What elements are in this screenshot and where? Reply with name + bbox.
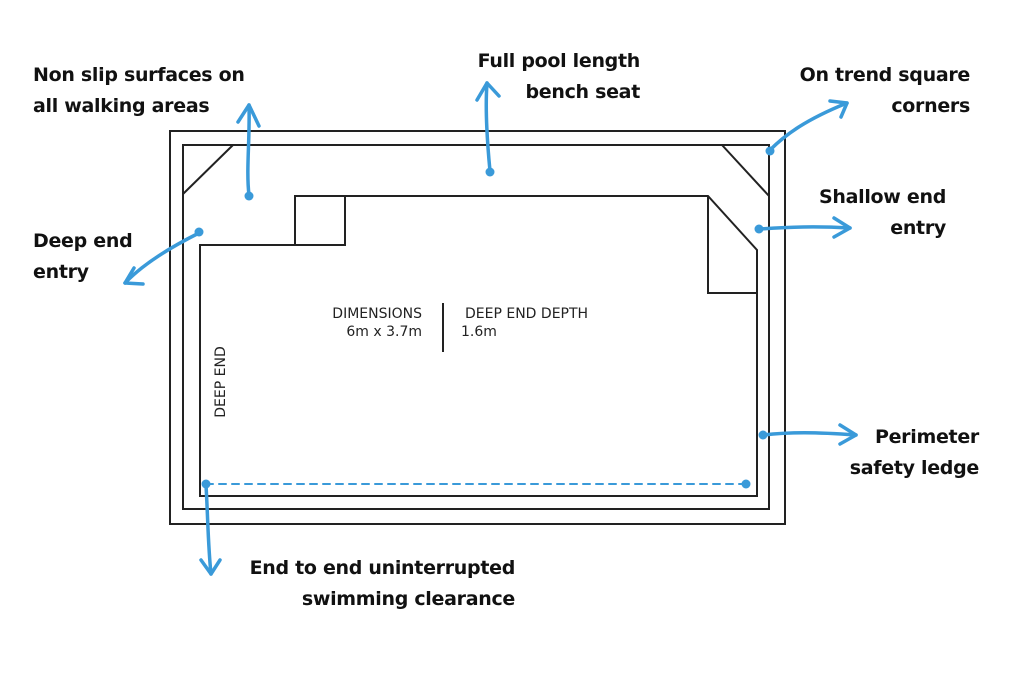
shallow-entry-arrowhead	[832, 216, 852, 239]
callout-ledge-line1: Perimeter	[874, 426, 979, 448]
callout-corners-line2: corners	[891, 95, 970, 117]
callout-non-slip-line1: Non slip surfaces on	[33, 64, 245, 86]
callout-deep-entry-line2: entry	[33, 261, 89, 283]
deep-entry-dot	[194, 227, 204, 237]
callout-deep-entry-line1: Deep end	[33, 230, 133, 252]
shallow-entry-dot	[754, 224, 764, 234]
deep-entry-arrowhead	[123, 266, 145, 286]
bench-arrowhead	[475, 81, 501, 102]
corners-dot	[765, 146, 775, 156]
callout-shallow-entry-line1: Shallow end	[819, 186, 946, 208]
non-slip-arrowhead	[236, 103, 261, 128]
callout-clearance: End to end uninterrupted swimming cleara…	[210, 553, 516, 615]
callout-corners: On trend square corners	[770, 60, 971, 122]
callout-clearance-line1: End to end uninterrupted	[249, 557, 516, 579]
clearance-start-dot	[201, 479, 211, 489]
dimensions-value: 6m x 3.7m	[346, 324, 422, 340]
callout-clearance-line2: swimming clearance	[301, 588, 515, 610]
shallow-end-step	[707, 196, 757, 294]
bench-arrow	[484, 81, 492, 173]
ledge-arrowhead	[838, 423, 858, 446]
clearance-end-dot	[741, 479, 751, 489]
corners-arrow	[768, 101, 849, 152]
pool-interior-outline	[199, 195, 758, 497]
deep-entry-arrow	[123, 231, 201, 285]
callout-non-slip: Non slip surfaces on all walking areas	[33, 60, 245, 122]
non-slip-arrow	[246, 103, 251, 197]
callout-ledge: Perimeter safety ledge	[820, 422, 980, 484]
corner-diagonal-right	[721, 144, 770, 197]
deep-end-label: DEEP END	[213, 346, 229, 418]
non-slip-dot	[244, 191, 254, 201]
clearance-arrow	[204, 483, 213, 576]
callout-bench-line2: bench seat	[525, 81, 640, 103]
ledge-outline	[182, 144, 770, 510]
callout-bench: Full pool length bench seat	[460, 46, 641, 108]
callout-bench-line1: Full pool length	[477, 50, 641, 72]
callout-shallow-entry-line2: entry	[890, 217, 946, 239]
ledge-arrow	[761, 431, 858, 437]
shallow-entry-arrow	[758, 225, 852, 231]
outer-coping	[169, 130, 786, 525]
depth-label: DEEP END DEPTH	[465, 306, 589, 322]
clearance-arrowhead	[199, 558, 222, 576]
deep-end-step	[295, 196, 346, 246]
callout-corners-line1: On trend square	[799, 64, 971, 86]
callout-shallow-entry: Shallow end entry	[790, 182, 946, 244]
corners-arrowhead	[828, 99, 849, 119]
callout-ledge-line2: safety ledge	[849, 457, 980, 479]
depth-block: DEEP END DEPTH 1.6m	[461, 305, 588, 341]
bench-dot	[485, 167, 495, 177]
dimensions-block: DIMENSIONS 6m x 3.7m	[300, 305, 422, 341]
depth-value: 1.6m	[461, 324, 497, 340]
ledge-dot	[758, 430, 768, 440]
callout-non-slip-line2: all walking areas	[33, 95, 210, 117]
corner-diagonal-left	[182, 144, 234, 195]
dimensions-label: DIMENSIONS	[332, 306, 422, 322]
callout-deep-entry: Deep end entry	[33, 226, 133, 288]
